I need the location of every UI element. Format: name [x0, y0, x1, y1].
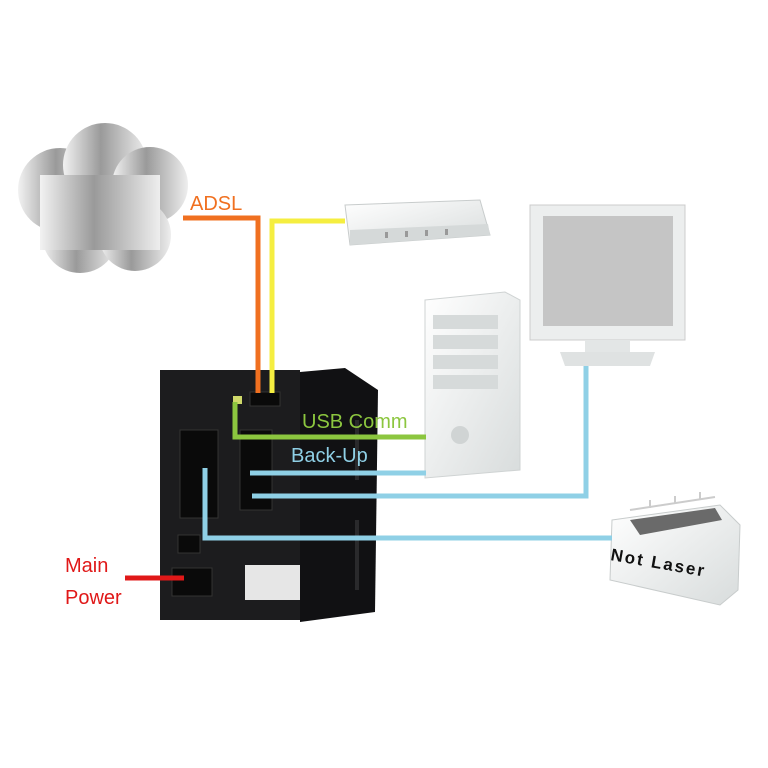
back-up-label: Back-Up — [291, 445, 368, 467]
internet-cloud-icon — [18, 123, 188, 273]
main-power-label-line2: Power — [65, 587, 122, 609]
backup-cable-printer — [202, 468, 612, 541]
pc-tower-icon — [424, 291, 521, 479]
usb-cable — [232, 402, 426, 440]
usb-comm-label: USB Comm — [302, 411, 408, 433]
modem-icon — [344, 199, 491, 246]
main-power-label-line1: Main — [65, 555, 108, 577]
adsl-cable — [183, 215, 261, 393]
monitor-icon — [529, 204, 686, 366]
backup-cable-monitor — [252, 366, 589, 499]
adsl-label: ADSL — [190, 193, 242, 215]
modem-cable — [269, 218, 345, 393]
usb-port-icon — [233, 396, 242, 404]
printer-icon — [609, 492, 741, 606]
ups-rating-label — [245, 565, 300, 600]
